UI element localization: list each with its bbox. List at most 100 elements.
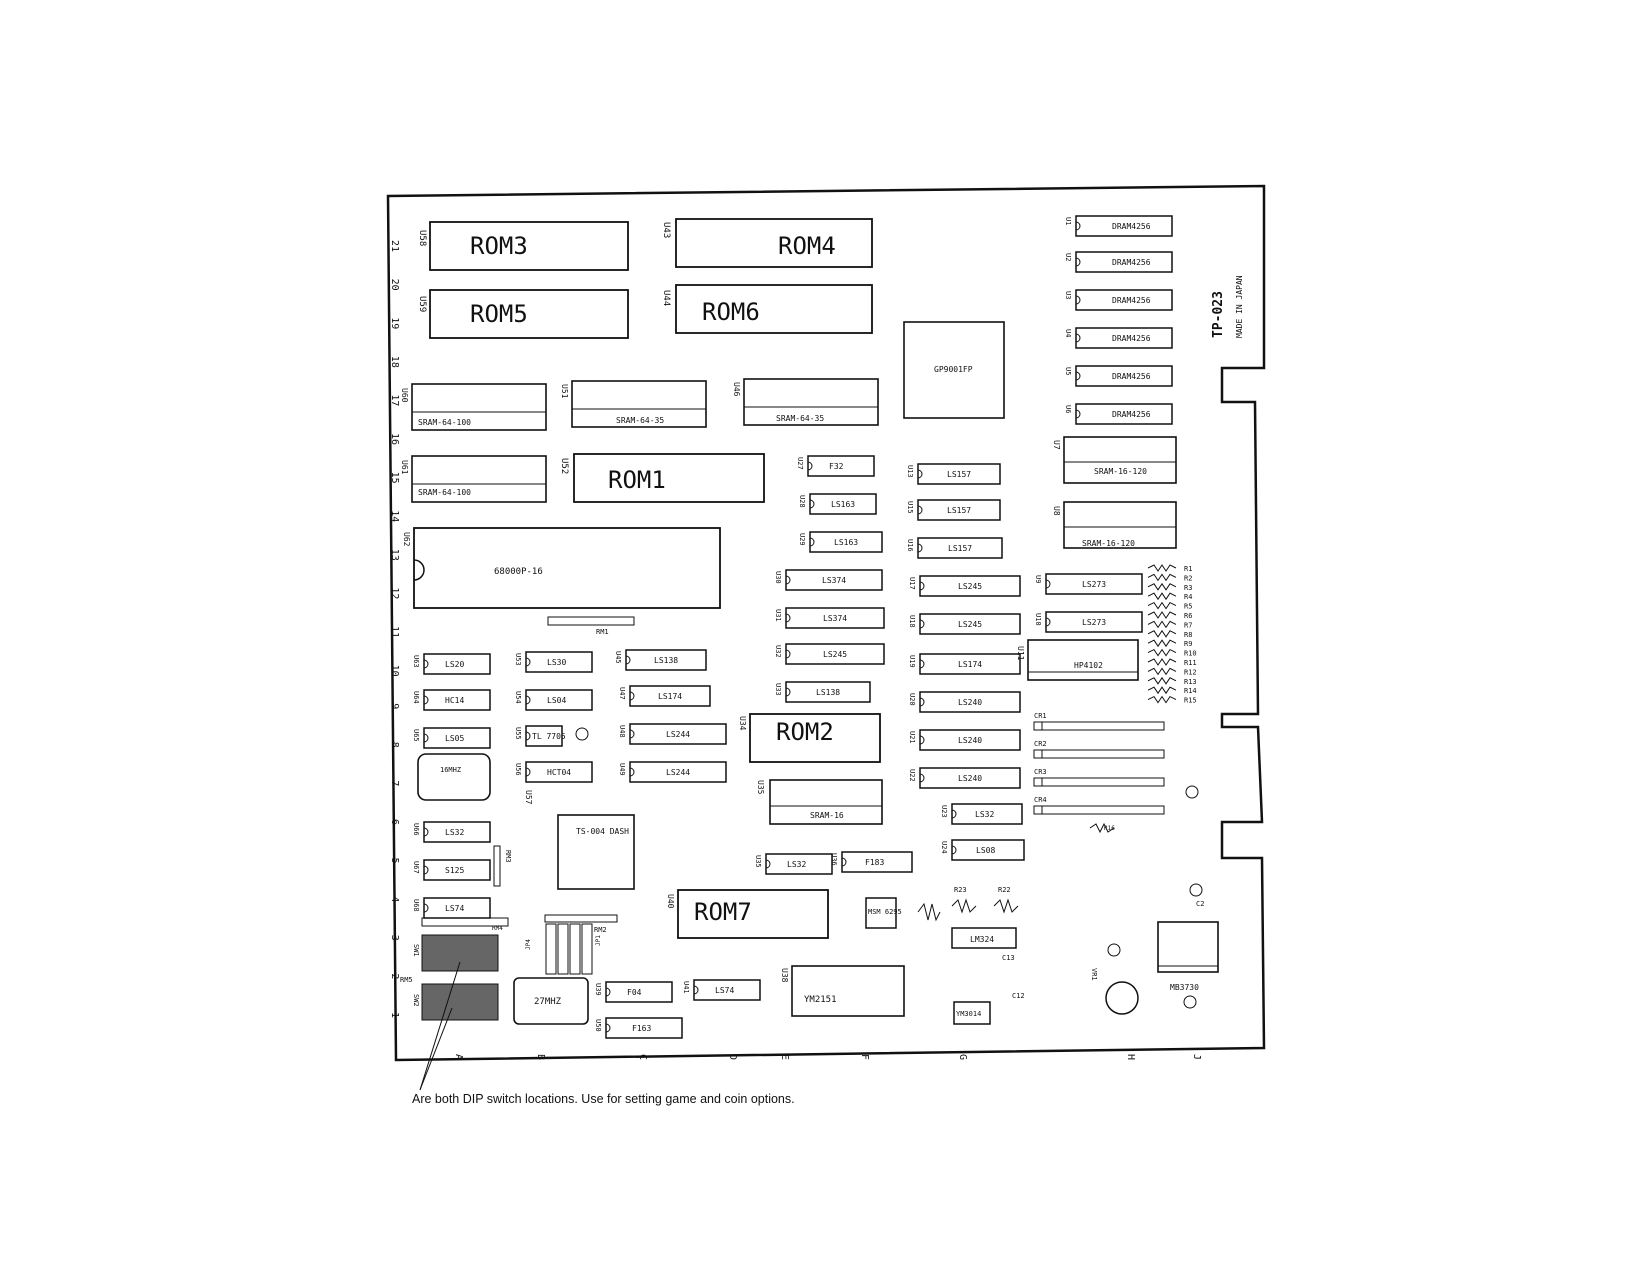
logic-chip-u63-label: LS20 — [445, 660, 464, 669]
dip-switch-sw1[interactable] — [421, 934, 499, 972]
sram-u46: SRAM-64-35 U46 — [732, 378, 879, 426]
origin-label: MADE IN JAPAN — [1235, 275, 1244, 338]
rm2-strip — [544, 914, 618, 923]
rm1-label: RM1 — [596, 628, 609, 636]
logic-chip-u54-label: LS04 — [547, 696, 566, 705]
logic-chip-u15-label: LS157 — [947, 506, 971, 515]
sram-u8-ref: U8 — [1052, 506, 1061, 516]
r16-resistor — [1089, 822, 1115, 834]
logic-chip-u54-ref: U54 — [514, 691, 522, 704]
row-label-16: 16 — [389, 433, 400, 445]
logic-chip-u22-ref: U22 — [908, 769, 916, 782]
dram-2-label: DRAM4256 — [1112, 258, 1151, 267]
logic-chip-u49: LS244 U49 — [618, 761, 727, 783]
logic-chip-u10-label: LS273 — [1082, 618, 1106, 627]
sram-16-u35: SRAM-16 U35 — [756, 779, 883, 825]
sw1-label: SW1 — [412, 944, 420, 957]
sram-16-ref: U35 — [756, 780, 765, 795]
logic-chip-u33-ref: U33 — [774, 683, 782, 696]
vr1-pot[interactable] — [1105, 981, 1139, 1015]
logic-chip-u35a-ref: U35 — [754, 855, 762, 868]
resistor-r9: R9 — [1147, 639, 1192, 648]
dram-5-ref: U5 — [1064, 367, 1072, 375]
sram-u60-label: SRAM-64-100 — [418, 418, 471, 427]
rom3-label: ROM3 — [470, 232, 528, 260]
rom1-label: ROM1 — [608, 466, 666, 494]
hp4102-chip: HP4102 U11 — [1016, 639, 1139, 681]
ym2151-chip: YM2151 U38 — [780, 965, 905, 1017]
mb3730-label: MB3730 — [1170, 983, 1199, 992]
rom1-ref: U52 — [559, 458, 569, 474]
crystal-27mhz: 27MHZ — [513, 977, 589, 1025]
resistor-label-r12: R12 — [1184, 668, 1197, 676]
ts004-ref: U57 — [524, 790, 533, 805]
resistor-label-r2: R2 — [1184, 574, 1192, 582]
logic-chip-u50-label: F163 — [632, 1024, 651, 1033]
sram-u61-ref: U61 — [400, 460, 409, 475]
dram-3-label: DRAM4256 — [1112, 296, 1151, 305]
logic-chip-u21-ref: U21 — [908, 731, 916, 744]
rm3-label: RM3 — [504, 850, 512, 863]
row-label-8: 8 — [389, 742, 400, 748]
logic-chip-u13-label: LS157 — [947, 470, 971, 479]
sram-u8-label: SRAM-16-120 — [1082, 539, 1135, 548]
logic-chip-u10-ref: U10 — [1034, 613, 1042, 626]
dip-switch-sw2[interactable] — [421, 983, 499, 1021]
logic-chip-u19-label: LS174 — [958, 660, 982, 669]
rom2-ref: U34 — [738, 716, 747, 731]
col-label-a: A — [453, 1054, 464, 1060]
logic-chip-u35a-label: LS32 — [787, 860, 806, 869]
dram-2-ref: U2 — [1064, 253, 1072, 261]
resistor-r14: R14 — [1147, 686, 1197, 695]
logic-chip-u10: LS273 U10 — [1034, 611, 1143, 633]
logic-chip-u13-ref: U13 — [906, 465, 914, 478]
dram-4-ref: U4 — [1064, 329, 1072, 337]
rom6-chip: ROM6 U44 — [661, 284, 873, 334]
row-label-15: 15 — [389, 472, 400, 484]
rom7-chip: ROM7 U40 — [666, 889, 829, 939]
logic-chip-u41-ref: U41 — [682, 981, 690, 994]
col-label-b: B — [535, 1054, 546, 1060]
sram-u51: SRAM-64-35 U51 — [560, 380, 707, 428]
ts004-chip: TS-004 DASH U57 — [524, 790, 635, 890]
row-label-4: 4 — [389, 896, 400, 902]
row-label-18: 18 — [389, 356, 400, 368]
r23-label: R23 — [954, 886, 967, 894]
rm1-strip — [547, 616, 635, 626]
resistor-r6: R6 — [1147, 611, 1192, 620]
logic-chip-u41-label: LS74 — [715, 986, 734, 995]
resistor-r4: R4 — [1147, 592, 1192, 601]
logic-chip-u67-label: S125 — [445, 866, 464, 875]
col-label-j: J — [1191, 1054, 1202, 1060]
logic-chip-u50-ref: U50 — [594, 1019, 602, 1032]
row-label-9: 9 — [389, 703, 400, 709]
logic-chip-u55-label: TL 7705 — [532, 732, 566, 741]
logic-chip-u36-label: F183 — [865, 858, 884, 867]
logic-chip-u18-label: LS245 — [958, 620, 982, 629]
logic-chip-u49-label: LS244 — [666, 768, 690, 777]
logic-chip-u24-label: LS08 — [976, 846, 995, 855]
rom5-chip: ROM5 U59 — [417, 289, 629, 339]
dram-6-label: DRAM4256 — [1112, 410, 1151, 419]
logic-chip-u55-ref: U55 — [514, 727, 522, 740]
logic-chip-u66-ref: U66 — [412, 823, 420, 836]
resistor-label-r8: R8 — [1184, 631, 1192, 639]
r23-resistor — [951, 898, 977, 914]
resistor-r11: R11 — [1147, 658, 1197, 667]
resistor-r10: R10 — [1147, 648, 1197, 658]
logic-chip-u49-ref: U49 — [618, 763, 626, 776]
logic-chip-u66-label: LS32 — [445, 828, 464, 837]
logic-chip-u53-ref: U53 — [514, 653, 522, 666]
logic-chip-u20-label: LS240 — [958, 698, 982, 707]
logic-chip-u66: LS32 U66 — [412, 821, 491, 843]
r16-label: R16 — [1104, 825, 1115, 832]
sram-u60-ref: U60 — [400, 388, 409, 403]
